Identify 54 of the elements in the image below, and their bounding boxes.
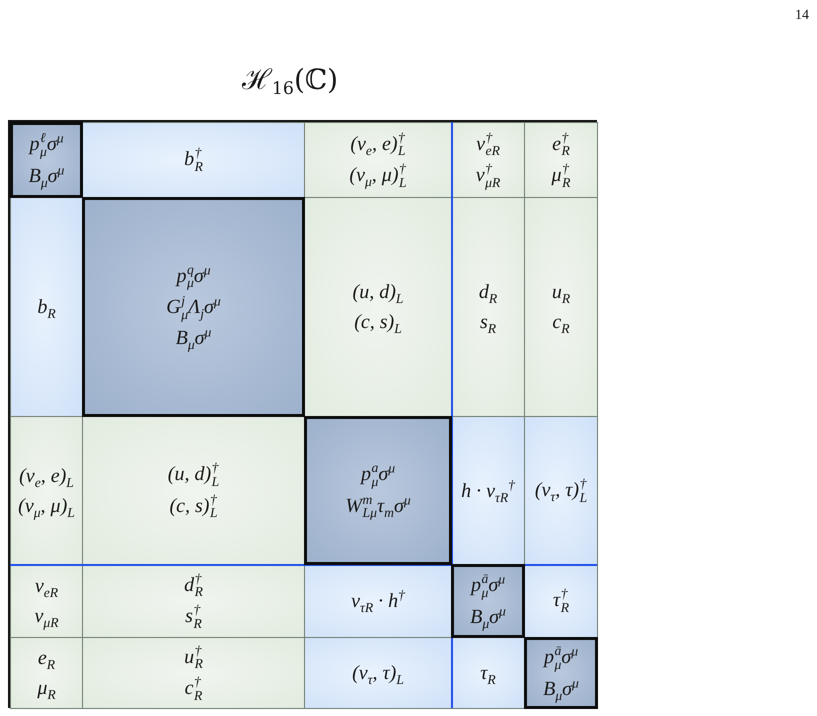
matrix-cell: [524, 122, 598, 198]
math-expression: B$_{μ}$σ$^{μ}$: [543, 676, 579, 702]
page-number: 14: [795, 8, 809, 24]
matrix-cell: [451, 416, 525, 565]
math-expression: d$_{R}$: [478, 280, 498, 305]
math-expression: c$_{R}$: [552, 310, 570, 335]
math-expression: (ν$_{τ}$, τ)$_{L}$: [352, 661, 404, 686]
math-expression: ν$_{eR}$: [34, 574, 58, 599]
matrix-cell: [451, 122, 525, 198]
matrix-block: [10, 122, 83, 198]
math-expression: (c, s)$_{L}$: [354, 310, 402, 335]
matrix-cell: [304, 122, 452, 198]
math-expression: p$^{q}$$_{μ}$σ$^{μ}$: [176, 262, 211, 290]
math-expression: p$^{ā}$$_{μ}$σ$^{μ}$: [470, 572, 506, 600]
matrix-block: [82, 197, 305, 417]
matrix-block: [451, 564, 525, 638]
math-expression: μ$_{R}$: [37, 676, 56, 701]
math-expression: τ$_{R}$: [480, 661, 496, 686]
matrix-block: [304, 416, 452, 565]
math-expression: (u, d)$_{L}$: [352, 280, 404, 305]
matrix-cell: [10, 197, 83, 417]
matrix-block: [524, 637, 598, 709]
matrix-cell: [304, 197, 452, 417]
matrix-cell: [10, 416, 83, 565]
matrix-cell: [304, 564, 452, 638]
math-expression: B$_{μ}$σ$^{μ}$: [176, 325, 212, 352]
math-expression: s$_{R}$: [480, 310, 496, 335]
math-expression: (ν$_{μ}$, μ)$_{L}$: [18, 494, 75, 518]
matrix-cell: [10, 637, 83, 709]
math-expression: B$_{μ}$σ$^{μ}$: [470, 604, 506, 630]
math-expression: e$_{R}$: [38, 646, 56, 671]
math-expression: p$^{ā}$$_{μ}$σ$^{μ}$: [544, 644, 578, 672]
math-expression: p$^{a}$$_{μ}$σ$^{μ}$: [360, 461, 396, 488]
matrix-cell: [10, 564, 83, 638]
matrix-cell: [82, 564, 305, 638]
matrix-cell: [524, 197, 598, 417]
math-expression: B$_{μ}$σ$^{μ}$: [28, 162, 64, 189]
matrix-cell: [82, 416, 305, 565]
matrix-cell: [82, 122, 305, 198]
math-expression: u$_{R}$: [552, 280, 570, 305]
matrix-cell: [524, 564, 598, 638]
math-expression: b$_{R}$: [37, 295, 56, 320]
matrix-cell: [524, 416, 598, 565]
math-expression: ν$_{τR}$ · h$^{†}$: [351, 588, 405, 614]
matrix-cell: [82, 637, 305, 709]
math-expression: G$^{j}$$_{μ}$Λ$_{j}$σ$^{μ}$: [166, 294, 221, 322]
math-expression: W$^{m}$$_{Lμ}$τ$_{m}$σ$^{μ}$: [345, 492, 411, 520]
math-expression: (ν$_{e}$, e)$_{L}$: [19, 464, 74, 488]
matrix-cell: [451, 637, 525, 709]
diagram-title: ℋ$_{16}$(ℂ): [240, 62, 340, 98]
math-expression: p$^{ℓ}$$_{μ}$σ$^{μ}$: [29, 131, 64, 159]
math-expression: ν$_{μR}$: [34, 604, 59, 629]
matrix-cell: [451, 197, 525, 417]
matrix-cell: [304, 637, 452, 709]
